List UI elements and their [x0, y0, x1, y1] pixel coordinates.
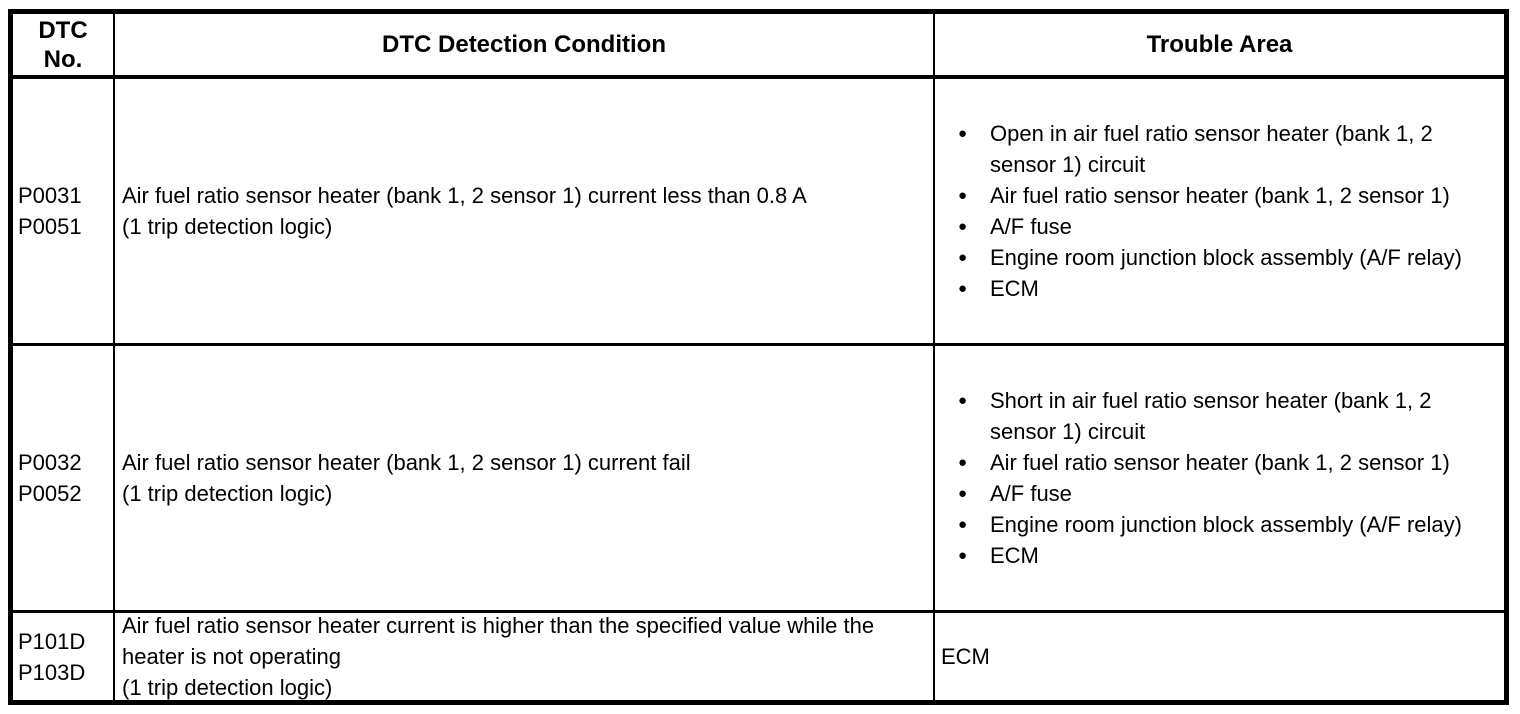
condition-text: Air fuel ratio sensor heater (bank 1, 2 …	[122, 450, 691, 475]
list-item: ● ECM	[958, 540, 1498, 571]
trouble-area-text: ECM	[990, 543, 1039, 568]
table-row-2-dtc-no-cell: P0032 P0052	[13, 343, 113, 610]
list-item: ● A/F fuse	[958, 211, 1498, 242]
bullet-icon: ●	[958, 218, 968, 235]
trouble-area-text: ECM	[941, 644, 990, 669]
bullet-icon: ●	[958, 516, 968, 533]
header-cell-dtc-no: DTC No.	[13, 14, 113, 79]
table-row-3-trouble-area-cell: ECM	[933, 610, 1504, 700]
bullet-icon: ●	[958, 187, 968, 204]
bullet-icon: ●	[958, 125, 968, 142]
trouble-area-text: Engine room junction block assembly (A/F…	[990, 512, 1462, 537]
condition-text: Air fuel ratio sensor heater (bank 1, 2 …	[122, 183, 807, 208]
table-row-3-dtc-no-cell: P101D P103D	[13, 610, 113, 700]
header-label-dtc-no: DTC No.	[38, 16, 88, 73]
bullet-icon: ●	[958, 547, 968, 564]
trouble-area-text: Engine room junction block assembly (A/F…	[990, 245, 1462, 270]
trouble-area-list: ● Open in air fuel ratio sensor heater (…	[935, 118, 1504, 304]
header-cell-detection-condition: DTC Detection Condition	[113, 14, 933, 79]
condition-note: (1 trip detection logic)	[122, 481, 333, 506]
header-label-trouble-area: Trouble Area	[1146, 31, 1293, 58]
trouble-area-text: Short in air fuel ratio sensor heater (b…	[990, 388, 1432, 444]
list-item: ● Open in air fuel ratio sensor heater (…	[958, 118, 1498, 180]
condition-text: Air fuel ratio sensor heater current is …	[122, 613, 875, 669]
trouble-area-text: ECM	[990, 276, 1039, 301]
list-item: ● Engine room junction block assembly (A…	[958, 509, 1498, 540]
bullet-icon: ●	[958, 280, 968, 297]
list-item: ● Air fuel ratio sensor heater (bank 1, …	[958, 447, 1498, 478]
condition-note: (1 trip detection logic)	[122, 675, 333, 700]
list-item: ● ECM	[958, 273, 1498, 304]
table-row-1-trouble-area-cell: ● Open in air fuel ratio sensor heater (…	[933, 79, 1504, 343]
bullet-icon: ●	[958, 454, 968, 471]
list-item: ● Air fuel ratio sensor heater (bank 1, …	[958, 180, 1498, 211]
header-cell-trouble-area: Trouble Area	[933, 14, 1504, 79]
trouble-area-text: Open in air fuel ratio sensor heater (ba…	[990, 121, 1433, 177]
bullet-icon: ●	[958, 485, 968, 502]
dtc-code: P0051	[18, 214, 82, 239]
table-row-1-condition-cell: Air fuel ratio sensor heater (bank 1, 2 …	[113, 79, 933, 343]
bullet-icon: ●	[958, 392, 968, 409]
condition-note: (1 trip detection logic)	[122, 214, 333, 239]
table-row-1-dtc-no-cell: P0031 P0051	[13, 79, 113, 343]
trouble-area-text: A/F fuse	[990, 214, 1072, 239]
table-row-2-condition-cell: Air fuel ratio sensor heater (bank 1, 2 …	[113, 343, 933, 610]
dtc-code: P0031	[18, 183, 82, 208]
dtc-code: P103D	[18, 659, 86, 685]
trouble-area-text: Air fuel ratio sensor heater (bank 1, 2 …	[990, 450, 1450, 475]
dtc-code: P101D	[18, 628, 86, 654]
dtc-code: P0032	[18, 450, 82, 475]
trouble-area-list: ● Short in air fuel ratio sensor heater …	[935, 385, 1504, 571]
table-row-3-condition-cell: Air fuel ratio sensor heater current is …	[113, 610, 933, 700]
dtc-table: DTC No. DTC Detection Condition Trouble …	[8, 9, 1509, 705]
bullet-icon: ●	[958, 249, 968, 266]
dtc-code: P0052	[18, 481, 82, 506]
list-item: ● Short in air fuel ratio sensor heater …	[958, 385, 1498, 447]
list-item: ● Engine room junction block assembly (A…	[958, 242, 1498, 273]
table-row-2-trouble-area-cell: ● Short in air fuel ratio sensor heater …	[933, 343, 1504, 610]
trouble-area-text: A/F fuse	[990, 481, 1072, 506]
header-label-detection-condition: DTC Detection Condition	[382, 31, 666, 58]
trouble-area-text: Air fuel ratio sensor heater (bank 1, 2 …	[990, 183, 1450, 208]
list-item: ● A/F fuse	[958, 478, 1498, 509]
